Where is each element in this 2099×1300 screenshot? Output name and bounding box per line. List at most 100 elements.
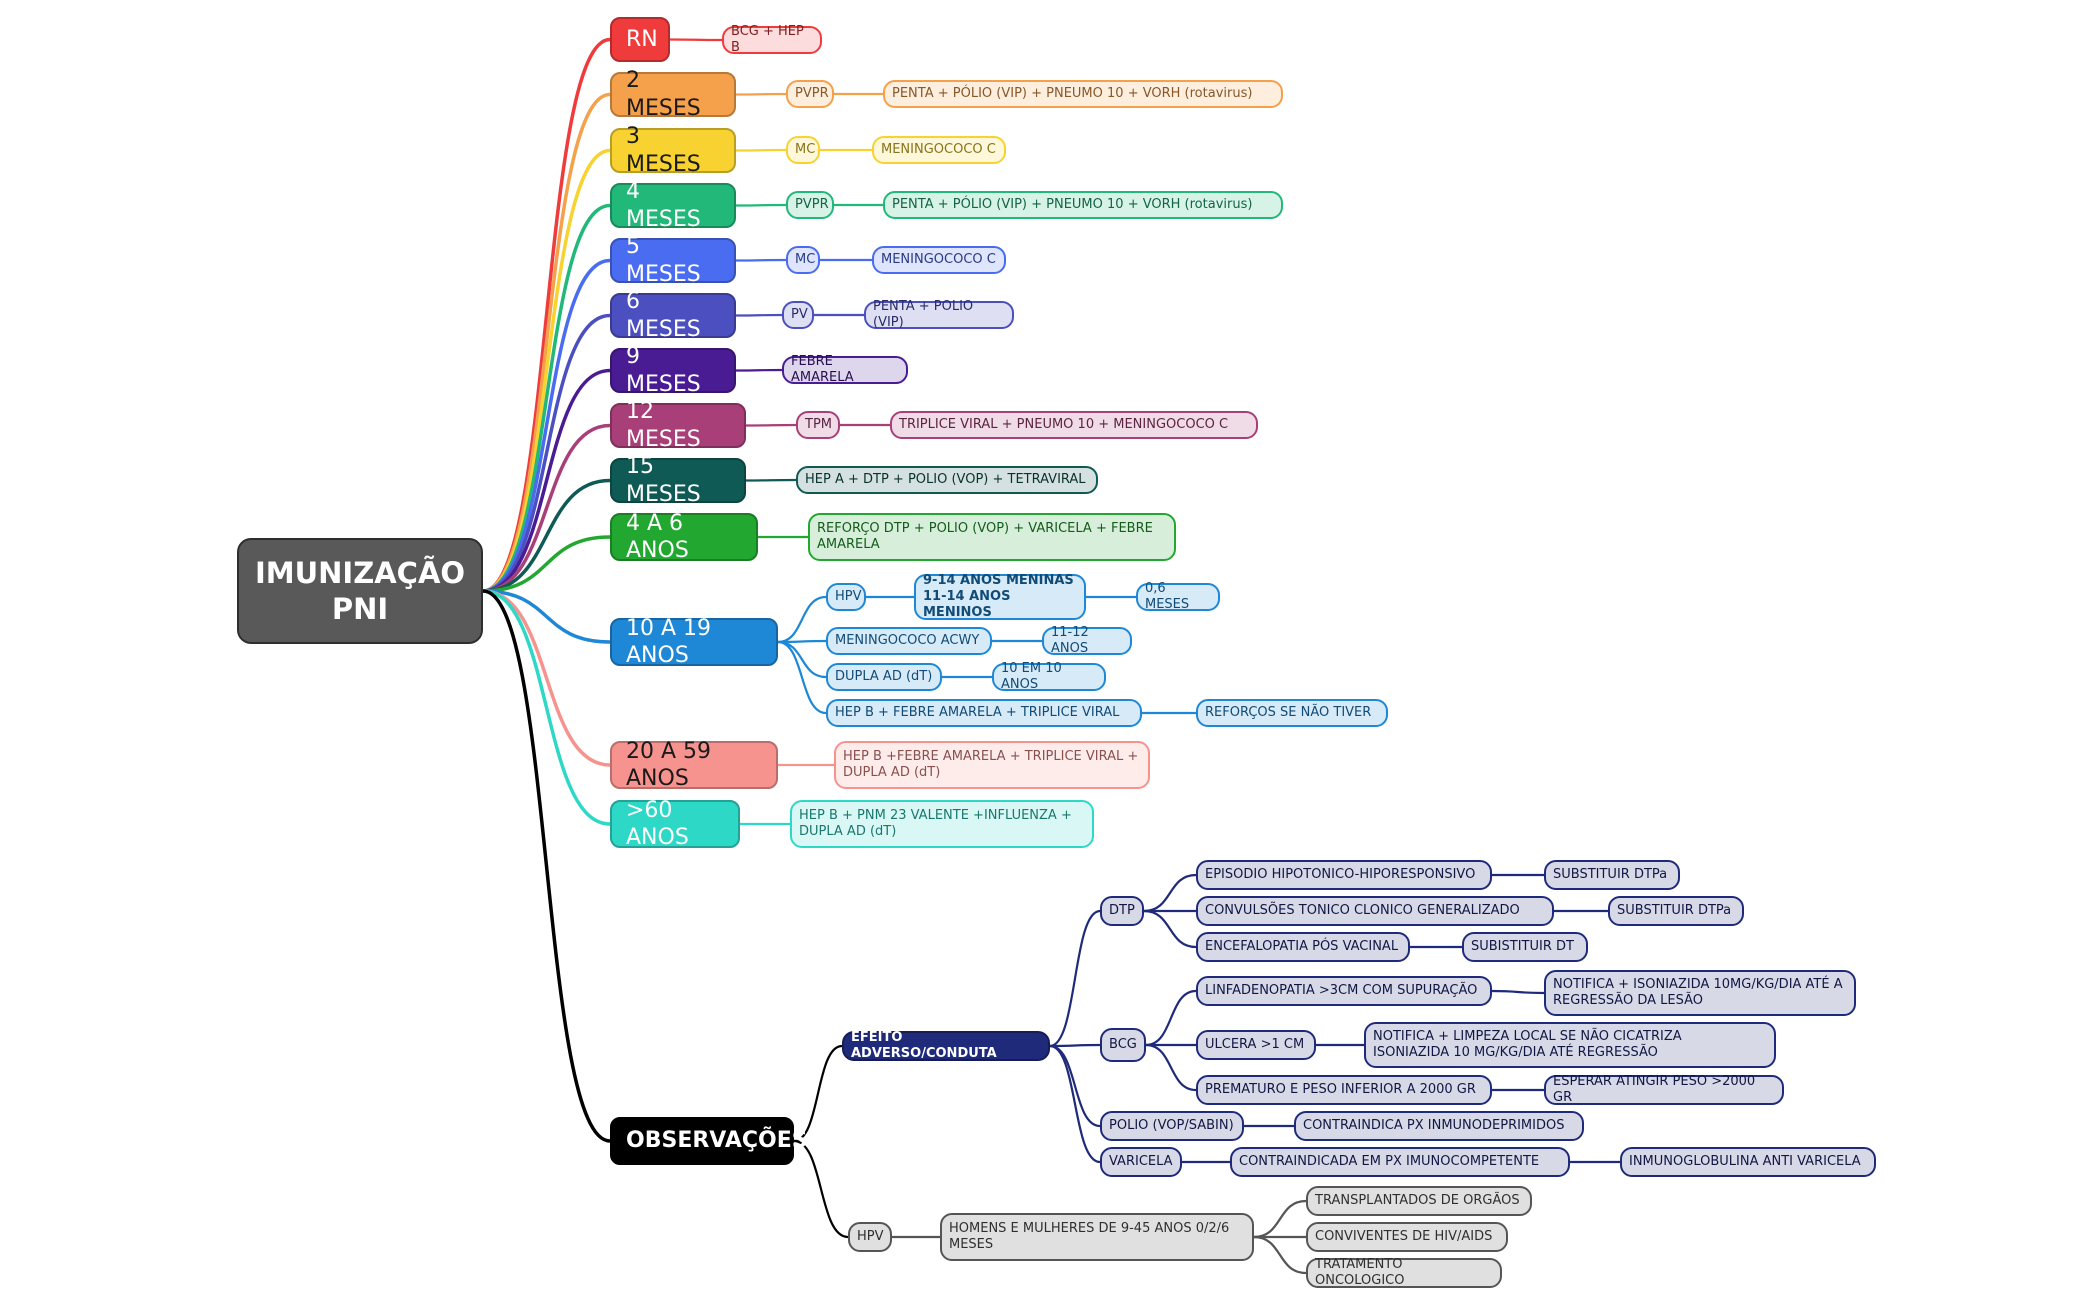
node-bcg-2[interactable]: ULCERA >1 CM xyxy=(1196,1030,1316,1060)
node-polio-a-label: CONTRAINDICA PX INMUNODEPRIMIDOS xyxy=(1303,1117,1565,1133)
node-m12-a[interactable]: TPM xyxy=(796,411,840,439)
node-dtp-3-label: ENCEFALOPATIA PÓS VACINAL xyxy=(1205,938,1399,954)
connector-hpv-3 xyxy=(1252,1235,1308,1275)
node-a2059-a[interactable]: HEP B +FEBRE AMARELA + TRIPLICE VIRAL + … xyxy=(834,741,1150,789)
node-hpv-3[interactable]: TRATAMENTO ONCOLOGICO xyxy=(1306,1256,1502,1288)
node-dtp-1[interactable]: EPISODIO HIPOTONICO-HIPORESPONSIVO xyxy=(1196,860,1492,890)
node-efeito[interactable]: EFEITO ADVERSO/CONDUTA xyxy=(842,1030,1050,1061)
node-bcg-1[interactable]: LINFADENOPATIA >3CM COM SUPURAÇÃO xyxy=(1196,976,1492,1006)
branch-rn[interactable]: RN xyxy=(610,17,670,62)
connector-dtp-3 xyxy=(1142,909,1198,949)
node-hpv-2[interactable]: CONVIVENTES DE HIV/AIDS xyxy=(1306,1222,1508,1252)
node-m5-b[interactable]: MENINGOCOCO C xyxy=(872,246,1006,274)
node-bcg-2a[interactable]: NOTIFICA + LIMPEZA LOCAL SE NÃO CICATRIZ… xyxy=(1364,1022,1776,1068)
branch-a60[interactable]: >60 ANOS xyxy=(610,798,740,850)
branch-m4[interactable]: 4 MESES xyxy=(610,179,736,232)
node-a1019-hpv-c[interactable]: 0,6 MESES xyxy=(1136,581,1220,612)
node-bcg-1a[interactable]: NOTIFICA + ISONIAZIDA 10MG/KG/DIA ATÉ A … xyxy=(1544,970,1856,1016)
node-dtp-label: DTP xyxy=(1109,902,1135,918)
node-varicela-b[interactable]: INMUNOGLOBULINA ANTI VARICELA xyxy=(1620,1147,1876,1177)
branch-a1019[interactable]: 10 A 19 ANOS xyxy=(610,616,778,668)
node-m4-b[interactable]: PENTA + PÓLIO (VIP) + PNEUMO 10 + VORH (… xyxy=(883,191,1283,219)
node-m2-a[interactable]: PVPR xyxy=(786,80,834,108)
node-m5-a[interactable]: MC xyxy=(786,246,820,274)
connector-a1019-hpv xyxy=(776,595,828,644)
node-a1019-hpv-label: HPV xyxy=(835,588,862,604)
node-dtp-1-label: EPISODIO HIPOTONICO-HIPORESPONSIVO xyxy=(1205,866,1476,882)
connector-rn-1 xyxy=(668,38,724,42)
node-dtp-2a[interactable]: SUBSTITUIR DTPa xyxy=(1608,896,1744,926)
node-dtp-2-label: CONVULSÕES TONICO CLONICO GENERALIZADO xyxy=(1205,902,1520,918)
node-a60-a[interactable]: HEP B + PNM 23 VALENTE +INFLUENZA + DUPL… xyxy=(790,800,1094,848)
node-a1019-hpv[interactable]: HPV xyxy=(826,583,866,611)
node-m4-a[interactable]: PVPR xyxy=(786,191,834,219)
node-varicela[interactable]: VARICELA xyxy=(1100,1147,1182,1177)
node-m2-b-label: PENTA + PÓLIO (VIP) + PNEUMO 10 + VORH (… xyxy=(892,85,1253,101)
branch-m9[interactable]: 9 MESES xyxy=(610,344,736,397)
branch-m4-label: 4 MESES xyxy=(626,179,701,232)
node-m2-a-label: PVPR xyxy=(795,85,829,101)
connector-bcg-3 xyxy=(1144,1043,1198,1092)
node-bcg-1-label: LINFADENOPATIA >3CM COM SUPURAÇÃO xyxy=(1205,982,1478,998)
node-rn-1[interactable]: BCG + HEP B xyxy=(722,24,822,55)
node-bcg-3a[interactable]: ESPERAR ATINGIR PESO >2000 GR xyxy=(1544,1074,1784,1105)
node-hpv-3-label: TRATAMENTO ONCOLOGICO xyxy=(1315,1256,1405,1288)
node-m9-a-label: FEBRE AMARELA xyxy=(791,353,854,385)
node-m2-b[interactable]: PENTA + PÓLIO (VIP) + PNEUMO 10 + VORH (… xyxy=(883,80,1283,108)
connector-m6-a xyxy=(734,313,784,317)
node-dtp-1a[interactable]: SUBSTITUIR DTPa xyxy=(1544,860,1680,890)
branch-m2[interactable]: 2 MESES xyxy=(610,68,736,121)
node-dtp[interactable]: DTP xyxy=(1100,896,1144,926)
node-m3-a[interactable]: MC xyxy=(786,136,820,164)
node-obs-hpv-a[interactable]: HOMENS E MULHERES DE 9-45 ANOS 0/2/6 MES… xyxy=(940,1213,1254,1261)
node-polio-a[interactable]: CONTRAINDICA PX INMUNODEPRIMIDOS xyxy=(1294,1111,1584,1141)
node-dtp-2[interactable]: CONVULSÕES TONICO CLONICO GENERALIZADO xyxy=(1196,896,1554,926)
node-a1019-men-b-label: 11-12 ANOS xyxy=(1051,624,1089,656)
branch-m3[interactable]: 3 MESES xyxy=(610,124,736,177)
branch-m9-label: 9 MESES xyxy=(626,344,701,397)
node-a1019-men[interactable]: MENINGOCOCO ACWY xyxy=(826,627,992,655)
branch-m5-label: 5 MESES xyxy=(626,234,701,287)
node-a46-a[interactable]: REFORÇO DTP + POLIO (VOP) + VARICELA + F… xyxy=(808,513,1176,561)
node-bcg[interactable]: BCG xyxy=(1100,1028,1146,1062)
node-obs-hpv[interactable]: HPV xyxy=(848,1222,892,1252)
node-a1019-hpv-b-label: 9-14 ANOS MENINAS 11-14 ANOS MENINOS xyxy=(923,572,1074,621)
node-m4-a-label: PVPR xyxy=(795,196,829,212)
branch-a46[interactable]: 4 A 6 ANOS xyxy=(610,511,758,563)
node-a1019-hep-b[interactable]: REFORÇOS SE NÃO TIVER xyxy=(1196,699,1388,727)
node-a1019-dt-b[interactable]: 10 EM 10 ANOS xyxy=(992,661,1106,692)
node-m15-a[interactable]: HEP A + DTP + POLIO (VOP) + TETRAVIRAL xyxy=(796,466,1098,494)
branch-m5[interactable]: 5 MESES xyxy=(610,234,736,287)
node-a1019-hep-b-label: REFORÇOS SE NÃO TIVER xyxy=(1205,704,1372,720)
node-varicela-a[interactable]: CONTRAINDICADA EM PX IMUNOCOMPETENTE xyxy=(1230,1147,1570,1177)
node-m6-b[interactable]: PENTA + POLIO (VIP) xyxy=(864,299,1014,330)
branch-m15[interactable]: 15 MESES xyxy=(610,454,746,507)
node-m9-a[interactable]: FEBRE AMARELA xyxy=(782,353,908,385)
branch-m15-label: 15 MESES xyxy=(626,454,701,507)
node-m3-b[interactable]: MENINGOCOCO C xyxy=(872,136,1006,164)
node-m5-b-label: MENINGOCOCO C xyxy=(881,251,996,267)
branch-m6[interactable]: 6 MESES xyxy=(610,289,736,342)
root-node[interactable]: IMUNIZAÇÃO PNI xyxy=(237,538,483,644)
connector-m15 xyxy=(481,478,612,593)
branch-a60-label: >60 ANOS xyxy=(626,797,689,851)
node-m6-a[interactable]: PV xyxy=(782,301,814,329)
node-dtp-3a[interactable]: SUBISTITUIR DT xyxy=(1462,932,1588,962)
node-a1019-hpv-b[interactable]: 9-14 ANOS MENINAS 11-14 ANOS MENINOS xyxy=(914,572,1086,621)
node-bcg-3[interactable]: PREMATURO E PESO INFERIOR A 2000 GR xyxy=(1196,1075,1492,1105)
node-polio[interactable]: POLIO (VOP/SABIN) xyxy=(1100,1111,1244,1141)
node-a60-a-label: HEP B + PNM 23 VALENTE +INFLUENZA + DUPL… xyxy=(799,807,1072,839)
node-m12-b[interactable]: TRIPLICE VIRAL + PNEUMO 10 + MENINGOCOCO… xyxy=(890,411,1258,439)
node-m12-b-label: TRIPLICE VIRAL + PNEUMO 10 + MENINGOCOCO… xyxy=(899,416,1229,432)
branch-obs[interactable]: OBSERVAÇÕES xyxy=(610,1117,808,1165)
node-hpv-1[interactable]: TRANSPLANTADOS DE ORGÃOS xyxy=(1306,1186,1532,1216)
node-dtp-3[interactable]: ENCEFALOPATIA PÓS VACINAL xyxy=(1196,932,1410,962)
node-a1019-hep[interactable]: HEP B + FEBRE AMARELA + TRIPLICE VIRAL xyxy=(826,699,1142,727)
branch-a2059-label: 20 A 59 ANOS xyxy=(626,738,712,792)
node-a1019-dt[interactable]: DUPLA AD (dT) xyxy=(826,663,942,691)
branch-obs-label: OBSERVAÇÕES xyxy=(626,1128,808,1154)
node-a1019-men-b[interactable]: 11-12 ANOS xyxy=(1042,624,1132,656)
connector-m12-a xyxy=(744,423,798,427)
branch-a2059[interactable]: 20 A 59 ANOS xyxy=(610,739,778,791)
branch-m12[interactable]: 12 MESES xyxy=(610,399,746,452)
